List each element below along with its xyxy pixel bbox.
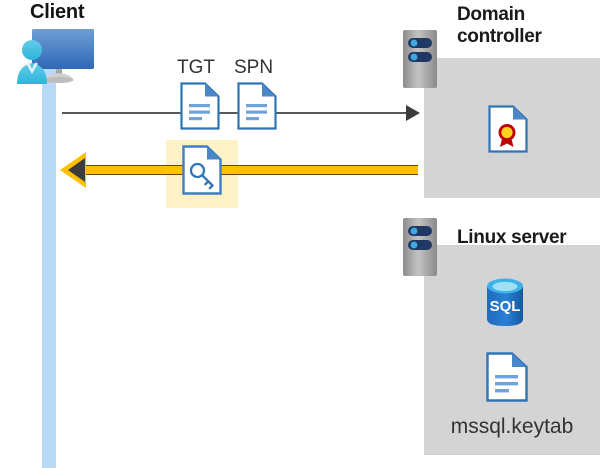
- linux-server-rack-icon: [403, 218, 437, 276]
- domain-controller-title-line2: controller: [457, 26, 542, 47]
- domain-controller-server-rack-icon: [403, 30, 437, 88]
- svg-text:SQL: SQL: [490, 298, 521, 315]
- workstation-user-icon: [12, 24, 98, 86]
- client-label: Client: [30, 1, 85, 23]
- keytab-filename-caption: mssql.keytab: [450, 415, 574, 438]
- tgt-label: TGT: [177, 57, 215, 78]
- certificate-document-icon: [488, 105, 528, 158]
- spn-text-document-icon: [237, 82, 277, 135]
- client-lifeline: [42, 68, 56, 468]
- tgt-text-document-icon: [180, 82, 220, 135]
- domain-controller-title: Domain controller: [457, 4, 597, 48]
- sql-database-icon: SQL: [483, 277, 527, 334]
- spn-label: SPN: [234, 57, 274, 78]
- domain-controller-title-line1: Domain: [457, 4, 525, 25]
- request-flow-line: [62, 112, 410, 114]
- response-flow-line: [70, 165, 418, 175]
- request-arrowhead-icon: [406, 105, 420, 121]
- service-ticket-key-document-icon: [182, 145, 222, 200]
- linux-server-title: Linux server: [457, 227, 567, 248]
- response-arrowhead-icon: [68, 158, 85, 182]
- keytab-document-icon: [486, 352, 528, 407]
